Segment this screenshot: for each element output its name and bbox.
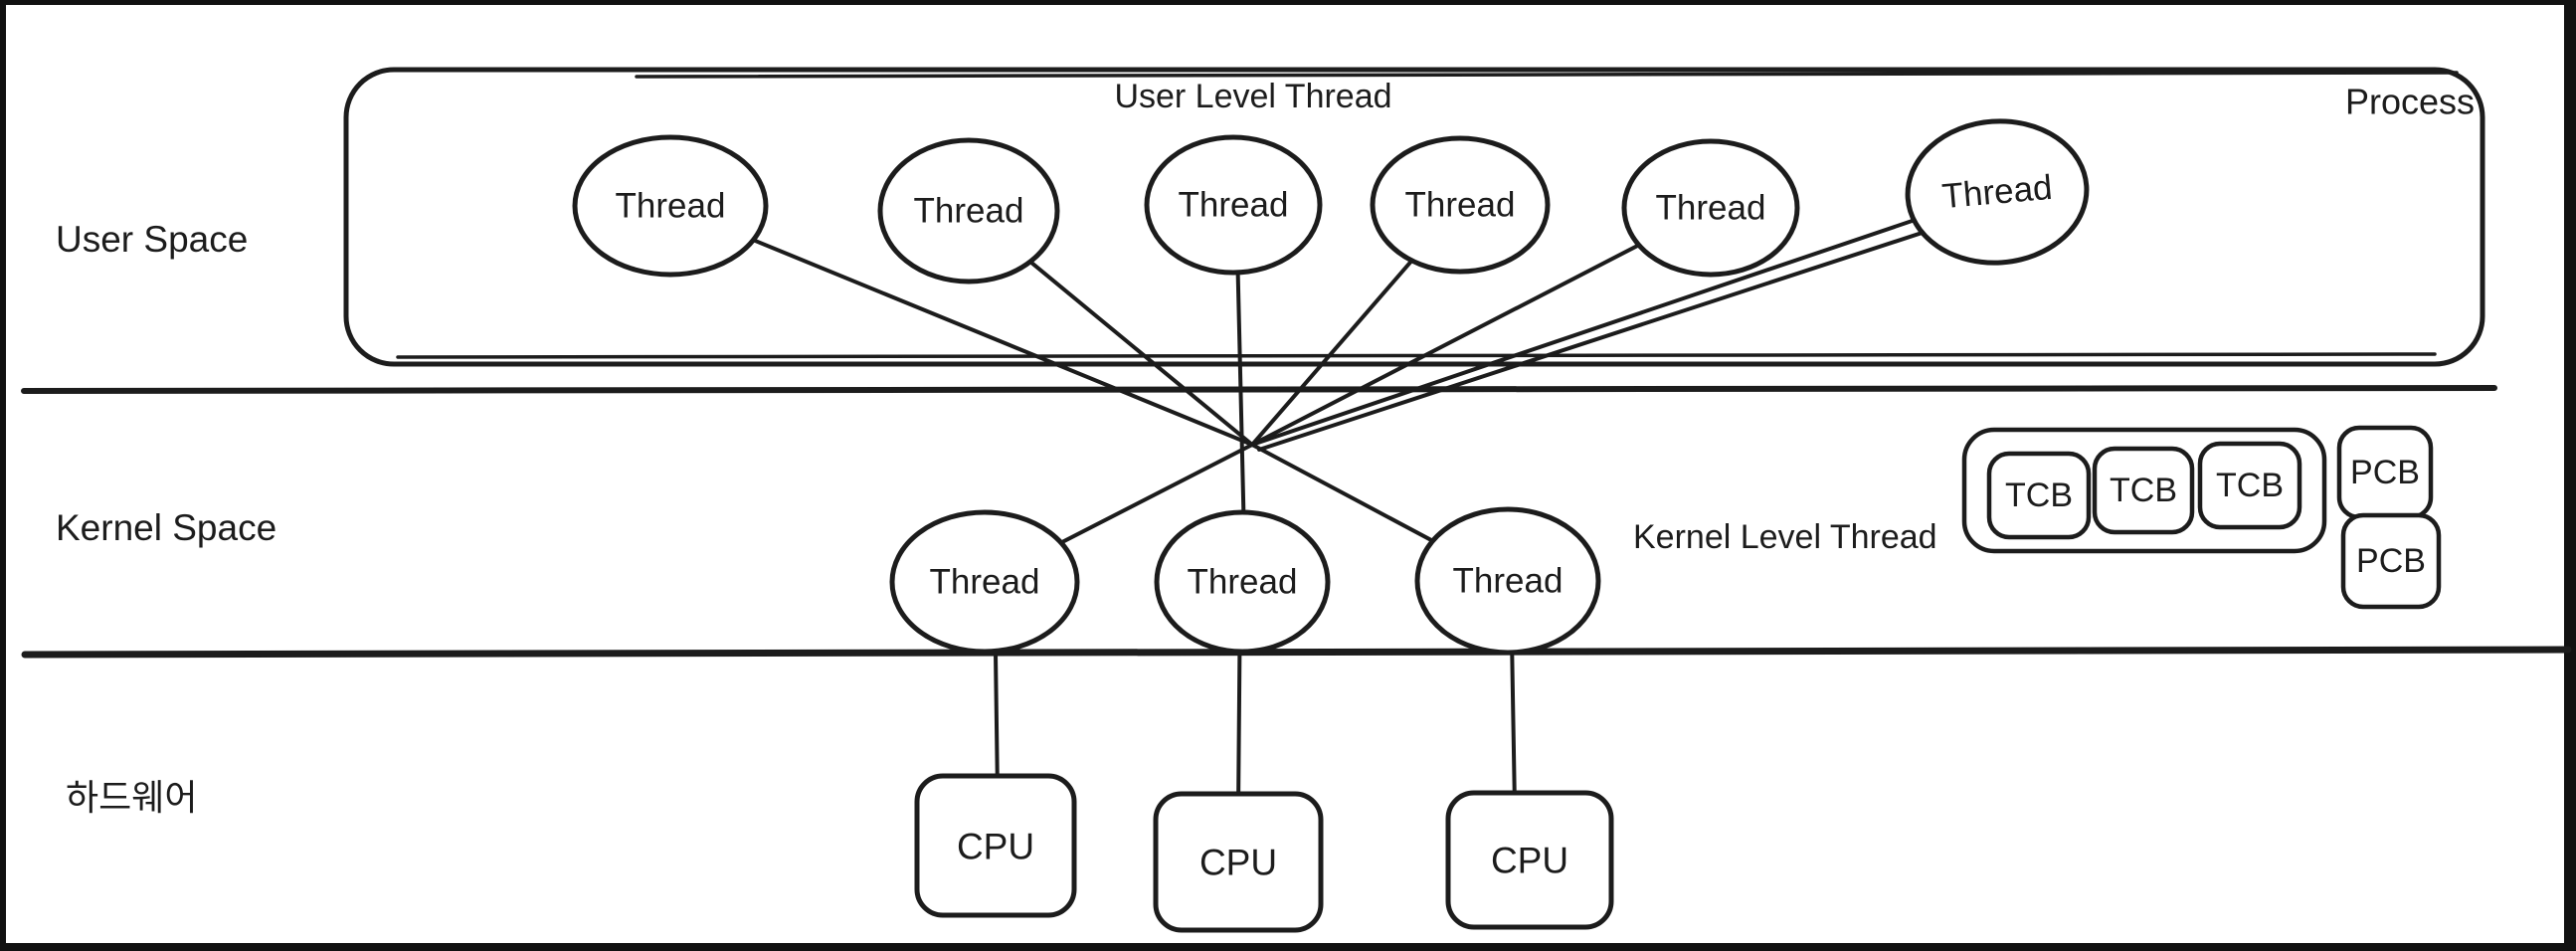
tcb-box — [2092, 446, 2195, 535]
user-thread-label: Thread — [1179, 186, 1289, 225]
user-kernel-separator — [21, 385, 2497, 394]
mapping-line-user6-overdraw — [1257, 203, 2009, 452]
user-thread-ellipse — [1370, 135, 1551, 275]
pcb-label: PCB — [2356, 542, 2426, 580]
kernel-thread-label: Thread — [1453, 562, 1564, 601]
kernel-thread-label: Thread — [1188, 563, 1298, 602]
pcb-label: PCB — [2350, 454, 2420, 491]
user-thread-label: Thread — [914, 192, 1024, 231]
process-label: Process — [2345, 82, 2475, 122]
cpu-label: CPU — [1491, 841, 1568, 881]
kernel-thread-label: Thread — [930, 563, 1040, 602]
kernel-thread-ellipse — [889, 509, 1080, 655]
kernel-thread-ellipse — [1414, 506, 1601, 656]
cpu-label: CPU — [957, 827, 1034, 867]
tcb-box — [1986, 451, 2092, 540]
user-thread-label: Thread — [616, 187, 726, 226]
user-thread-ellipse — [1621, 138, 1800, 278]
user-thread-ellipse — [1144, 134, 1323, 276]
cpu-box — [1445, 790, 1614, 930]
tcb-group: TCB TCB TCB — [1961, 427, 2327, 554]
user-thread-label: Thread — [1656, 189, 1766, 228]
pcb-box — [2340, 512, 2442, 610]
hardware-label: 하드웨어 — [66, 777, 197, 818]
user-thread-label: Thread — [1940, 168, 2054, 217]
tcb-label: TCB — [2216, 467, 2284, 504]
mapping-line-user1 — [668, 204, 1254, 447]
kernel-space-label: Kernel Space — [56, 507, 276, 548]
cpu-box — [914, 773, 1077, 918]
user-thread-ellipse — [877, 137, 1060, 285]
user-thread-label: Thread — [1405, 186, 1516, 225]
cpu-box — [1153, 791, 1324, 933]
user-threads-group: Thread Thread Thread Thread Thread Threa… — [572, 118, 2090, 285]
kernel-threads-group: Thread Thread Thread — [889, 506, 1601, 656]
cpu-group: CPU CPU CPU — [914, 773, 1614, 933]
cpu-label: CPU — [1199, 843, 1277, 883]
process-box-top-overdraw — [635, 71, 2459, 79]
user-space-label: User Space — [56, 219, 248, 260]
kernel-level-thread-caption: Kernel Level Thread — [1633, 518, 1937, 556]
kernel-thread-ellipse — [1154, 509, 1331, 655]
user-level-thread-title: User Level Thread — [1114, 78, 1391, 115]
mapping-line-user5 — [1250, 206, 1713, 447]
tcb-label: TCB — [2005, 476, 2073, 514]
tcb-box — [2197, 441, 2302, 530]
pcb-group: PCB PCB — [2336, 425, 2442, 610]
mapping-line-user6 — [1250, 190, 1999, 447]
process-box-bottom-overdraw — [396, 352, 2437, 359]
user-thread-ellipse — [1905, 118, 2090, 266]
user-thread-ellipse — [572, 134, 769, 278]
tcb-label: TCB — [2110, 472, 2177, 509]
kernel-hardware-separator — [21, 646, 2572, 659]
